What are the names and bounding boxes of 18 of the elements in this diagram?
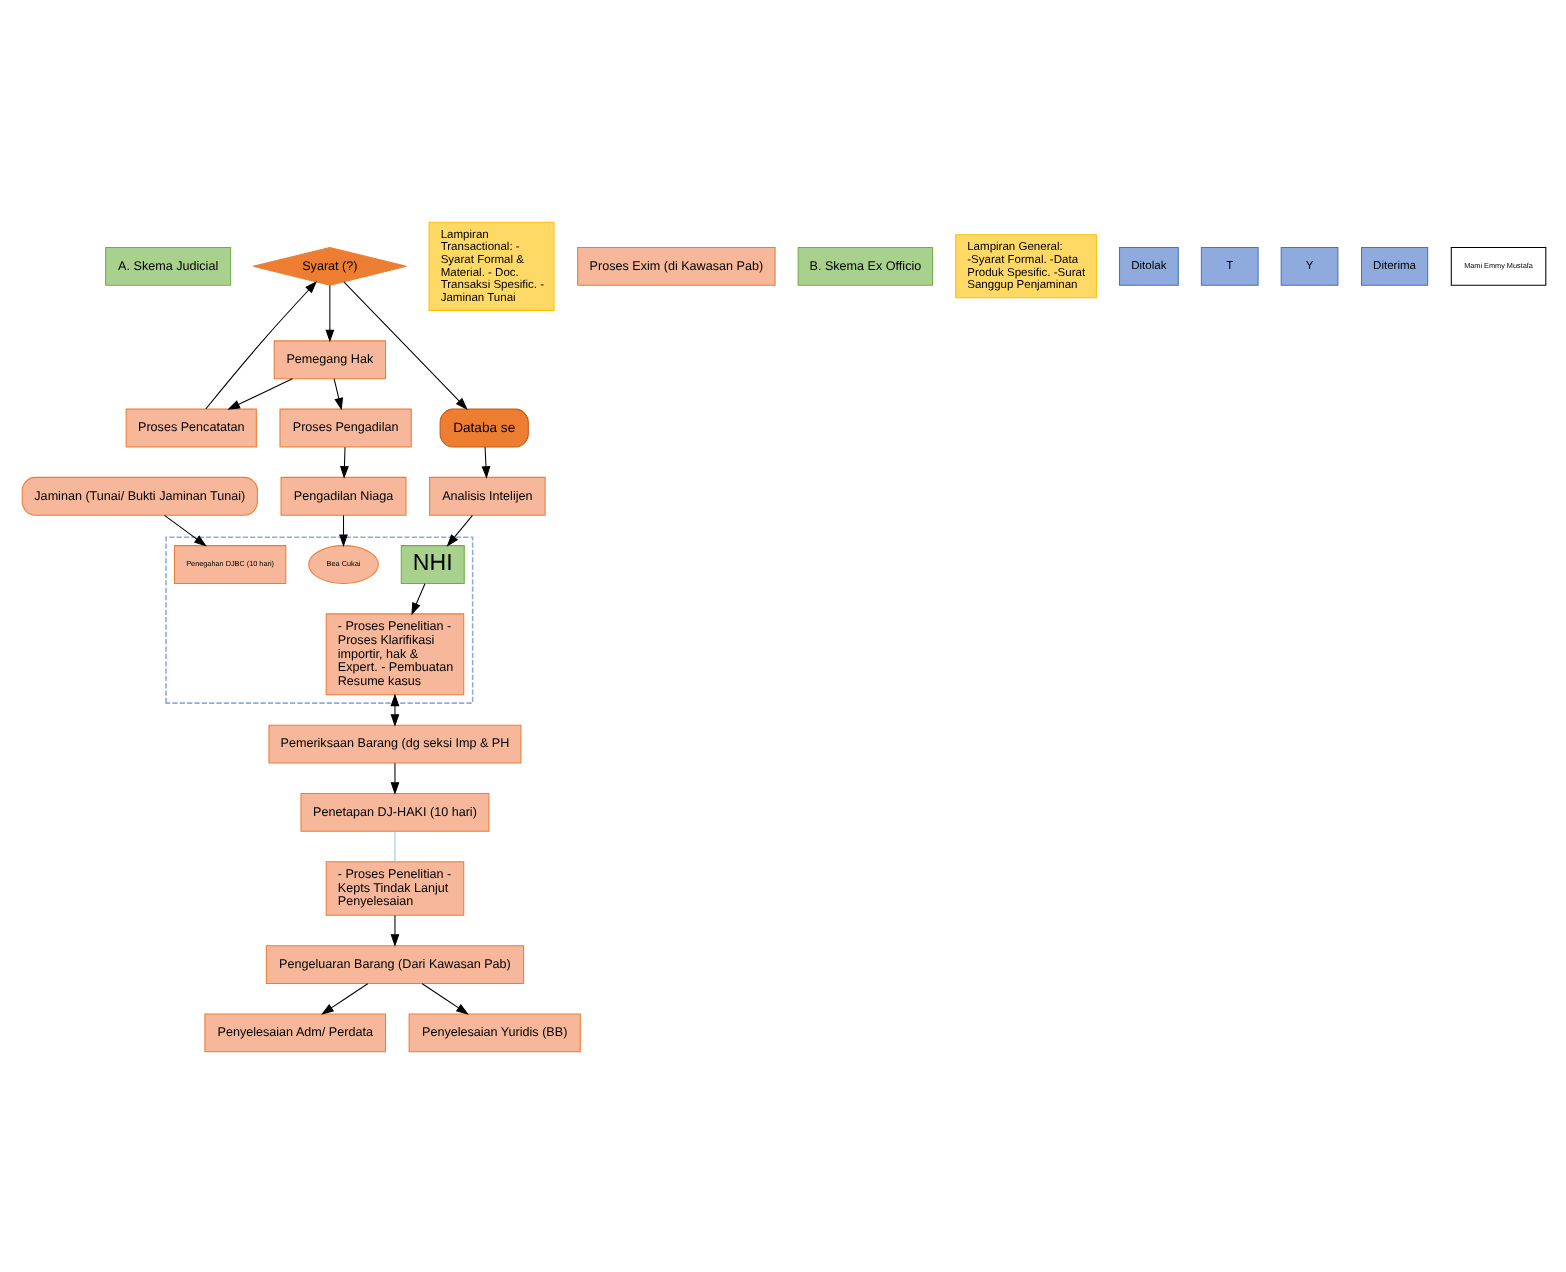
arrow xyxy=(332,377,343,410)
connector xyxy=(393,829,395,862)
arrow xyxy=(420,982,468,1014)
arrow xyxy=(445,513,472,546)
arrow xyxy=(226,377,292,409)
arrow xyxy=(339,445,348,478)
arrow xyxy=(162,513,206,546)
arrow xyxy=(389,761,399,794)
arrow xyxy=(320,982,368,1014)
arrow xyxy=(389,913,399,946)
arrow xyxy=(342,280,467,409)
arrow xyxy=(204,279,317,409)
node-box: NHI xyxy=(399,544,464,583)
arrow xyxy=(410,582,425,615)
arrow xyxy=(480,445,490,478)
arrow xyxy=(389,692,399,726)
arrow xyxy=(338,513,347,547)
arrow xyxy=(324,283,334,342)
